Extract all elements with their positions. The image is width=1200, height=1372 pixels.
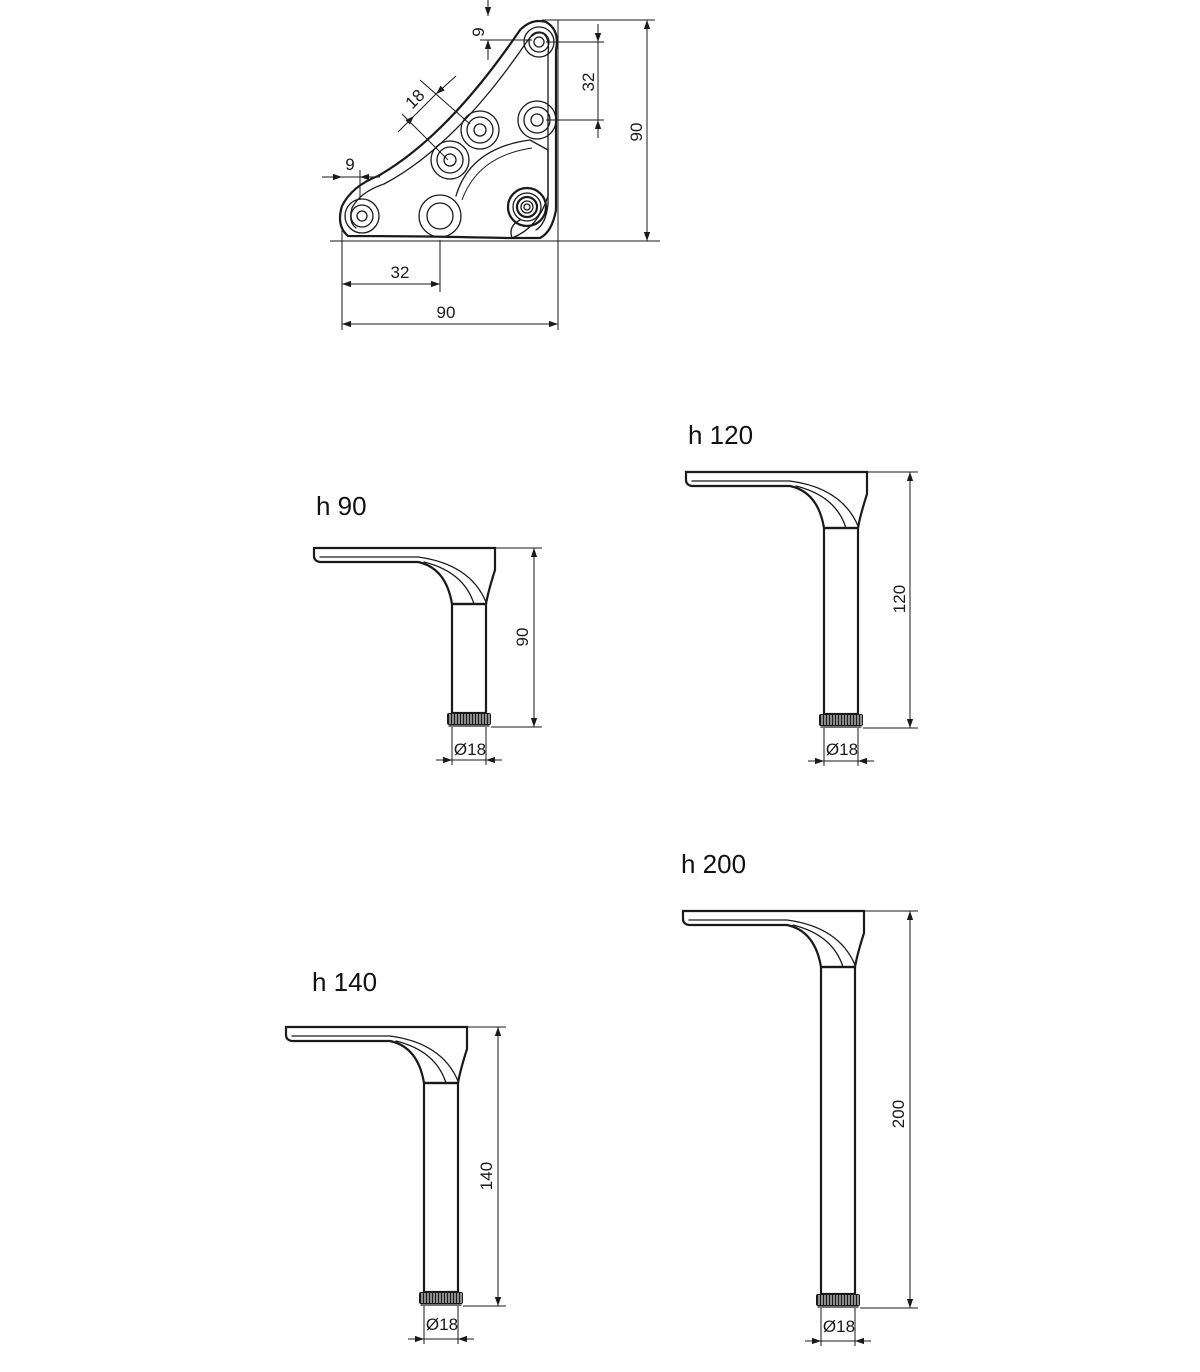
leg-diameter-label: Ø18 xyxy=(823,1317,855,1336)
leg-bracket-fillet xyxy=(789,480,859,527)
leg-profile xyxy=(681,909,918,1346)
plate-ring-boss-inner xyxy=(461,147,533,201)
leveler-foot xyxy=(819,714,863,726)
dim-hole-spacing-vertical: 32 xyxy=(579,73,598,92)
leg-height-label: 90 xyxy=(513,628,532,647)
leg-title: h 200 xyxy=(681,849,746,879)
leg-bracket-fillet xyxy=(792,924,844,968)
leg-title: h 120 xyxy=(688,420,753,450)
dim-plate-height: 90 xyxy=(627,123,646,142)
leg-profile xyxy=(684,470,918,766)
leg-bracket-fillet xyxy=(423,561,475,605)
leg-bracket-fillet xyxy=(795,485,847,529)
leg-diameter-label: Ø18 xyxy=(454,740,486,759)
leg-tube xyxy=(819,965,857,1296)
leg-bracket xyxy=(681,909,866,969)
leg-profile xyxy=(312,546,542,765)
leg-tube xyxy=(422,1081,460,1294)
leg-bracket-fillet xyxy=(389,1035,459,1082)
hole xyxy=(430,140,470,180)
hole xyxy=(460,110,500,150)
leg-h120: h 120 120 Ø18 xyxy=(684,420,918,766)
leg-height-label: 120 xyxy=(890,585,909,613)
leveler-foot xyxy=(419,1292,463,1304)
hole xyxy=(418,194,462,238)
leg-bracket xyxy=(684,470,869,530)
dim-top-offset: 9 xyxy=(469,27,488,36)
leg-h90: h 90 90 Ø18 xyxy=(312,491,542,765)
hole xyxy=(344,198,380,234)
leg-bracket-fillet xyxy=(395,1040,447,1084)
leg-title: h 140 xyxy=(312,967,377,997)
leg-height-label: 140 xyxy=(477,1162,496,1190)
dim-left-offset: 9 xyxy=(345,155,354,174)
plate-outline xyxy=(338,19,558,240)
leveler-hole xyxy=(506,186,548,228)
leveler-foot xyxy=(816,1294,860,1306)
leg-bracket xyxy=(312,546,497,606)
leg-h140: h 140 140 Ø18 xyxy=(284,967,506,1344)
leg-title: h 90 xyxy=(316,491,367,521)
plate-holes xyxy=(344,26,557,238)
leveler-foot xyxy=(447,713,491,725)
dim-hole-spacing-horizontal: 32 xyxy=(391,263,410,282)
leg-bracket-fillet xyxy=(417,556,487,603)
leg-bracket xyxy=(284,1025,469,1085)
leg-height-label: 200 xyxy=(889,1100,908,1128)
leg-profile xyxy=(284,1025,506,1344)
plate-ring-boss xyxy=(455,139,549,239)
leg-h200: h 200 200 Ø18 xyxy=(681,849,918,1346)
leg-diameter-label: Ø18 xyxy=(826,740,858,759)
leg-diameter-label: Ø18 xyxy=(426,1315,458,1334)
dim-plate-width: 90 xyxy=(437,303,456,322)
leg-tube xyxy=(450,602,488,715)
dim-diagonal-width: 18 xyxy=(402,86,429,113)
leg-bracket-fillet xyxy=(786,919,856,966)
mounting-plate-view: 9 32 90 18 9 32 90 xyxy=(322,0,660,330)
leg-tube xyxy=(822,526,860,716)
